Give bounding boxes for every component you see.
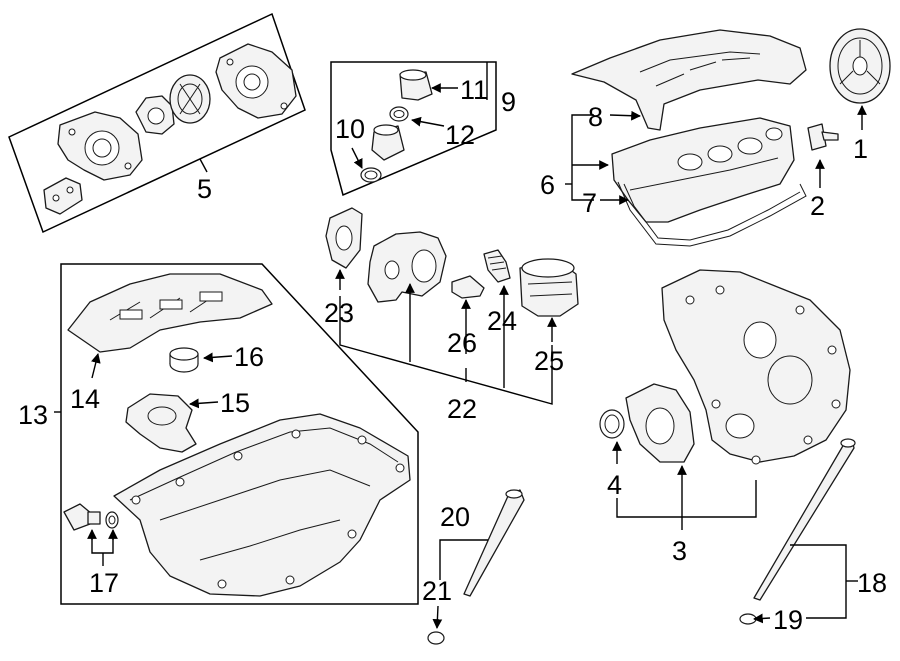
callout-18: 18: [857, 568, 887, 598]
callout-2: 2: [810, 191, 825, 221]
callout-14: 14: [70, 384, 100, 414]
oil-pressure-switch-part[interactable]: [483, 249, 511, 283]
callout-5: 5: [197, 174, 212, 204]
callout-21: 21: [422, 576, 452, 606]
callout-15: 15: [220, 388, 250, 418]
callout-26: 26: [447, 328, 477, 358]
housing-gasket-part[interactable]: [325, 207, 363, 269]
callout-4: 4: [607, 470, 622, 500]
dipstick-seal-part[interactable]: [427, 631, 445, 645]
oil-filler-cap-part[interactable]: [399, 69, 433, 101]
callout-17: 17: [89, 568, 119, 598]
group-13-oil-pan-assembly: 13 14 16 15: [18, 263, 419, 605]
group-5-oil-pump-assembly: 5: [8, 12, 306, 234]
temperature-sensor-part[interactable]: [451, 275, 485, 299]
group-9-frame: [330, 61, 497, 197]
valve-cover-gasket-part[interactable]: [617, 181, 807, 247]
callout-11: 11: [460, 75, 488, 105]
timing-cover-group: 4 3: [599, 269, 851, 566]
callout-9: 9: [501, 87, 516, 117]
callout-20: 20: [440, 502, 470, 532]
callout-24: 24: [487, 306, 517, 336]
oil-filter-part[interactable]: [519, 258, 579, 317]
pump-small-bracket-part[interactable]: [43, 177, 83, 215]
callout-6: 6: [540, 170, 555, 200]
callout-23: 23: [324, 298, 354, 328]
callout-3: 3: [672, 536, 687, 566]
pump-rotor-part[interactable]: [169, 74, 211, 124]
front-crank-seal-part[interactable]: [599, 409, 625, 439]
crankshaft-pulley-part[interactable]: [829, 28, 891, 104]
pump-gear-part[interactable]: [135, 95, 175, 135]
pump-cover-part[interactable]: [215, 43, 297, 119]
cooling-filter-group: 23 26 24 25 22: [324, 207, 579, 424]
dipstick-tube-oring-part[interactable]: [739, 613, 757, 625]
oil-pump-body-part[interactable]: [57, 111, 143, 181]
crank-pulley-group: 1 2: [807, 28, 891, 221]
callout-16: 16: [234, 342, 264, 372]
oil-pickup-part[interactable]: [125, 393, 197, 453]
drain-plug-part[interactable]: [63, 503, 101, 531]
group-9-oil-filler: 11 9 12 10: [330, 61, 516, 197]
callout-1: 1: [853, 134, 868, 164]
dipstick-right-group: 18 19: [739, 438, 887, 635]
oil-pan-seal-part[interactable]: [169, 347, 199, 373]
pulley-bolt-part[interactable]: [807, 123, 839, 151]
callout-8: 8: [588, 102, 603, 132]
valve-cover-group: 8 6 7: [540, 29, 807, 247]
intake-manifold-cover-part[interactable]: [571, 29, 807, 131]
cover-plate-part[interactable]: [625, 383, 695, 463]
filler-tube-oring-part[interactable]: [360, 167, 382, 183]
thermostat-housing-part[interactable]: [367, 231, 447, 303]
callout-19: 19: [773, 605, 803, 635]
callout-22: 22: [447, 394, 477, 424]
callout-10: 10: [335, 114, 365, 144]
oil-pan-part[interactable]: [113, 413, 411, 597]
callout-13: 13: [18, 400, 48, 430]
filler-tube-part[interactable]: [371, 124, 405, 161]
oil-dipstick-part[interactable]: [463, 489, 525, 597]
timing-cover-part[interactable]: [661, 269, 851, 465]
callout-12: 12: [445, 120, 475, 150]
filler-cap-seal-part[interactable]: [389, 106, 409, 122]
group-13-frame: [60, 263, 419, 605]
dipstick-center-group: 20 21: [422, 489, 525, 645]
valve-cover-part[interactable]: [611, 117, 795, 223]
group-5-frame: [8, 12, 306, 234]
oil-baffle-part[interactable]: [67, 273, 273, 353]
drain-plug-gasket-part[interactable]: [105, 511, 119, 529]
callout-25: 25: [534, 346, 564, 376]
callout-7: 7: [582, 188, 597, 218]
dipstick-tube-part[interactable]: [753, 438, 856, 601]
